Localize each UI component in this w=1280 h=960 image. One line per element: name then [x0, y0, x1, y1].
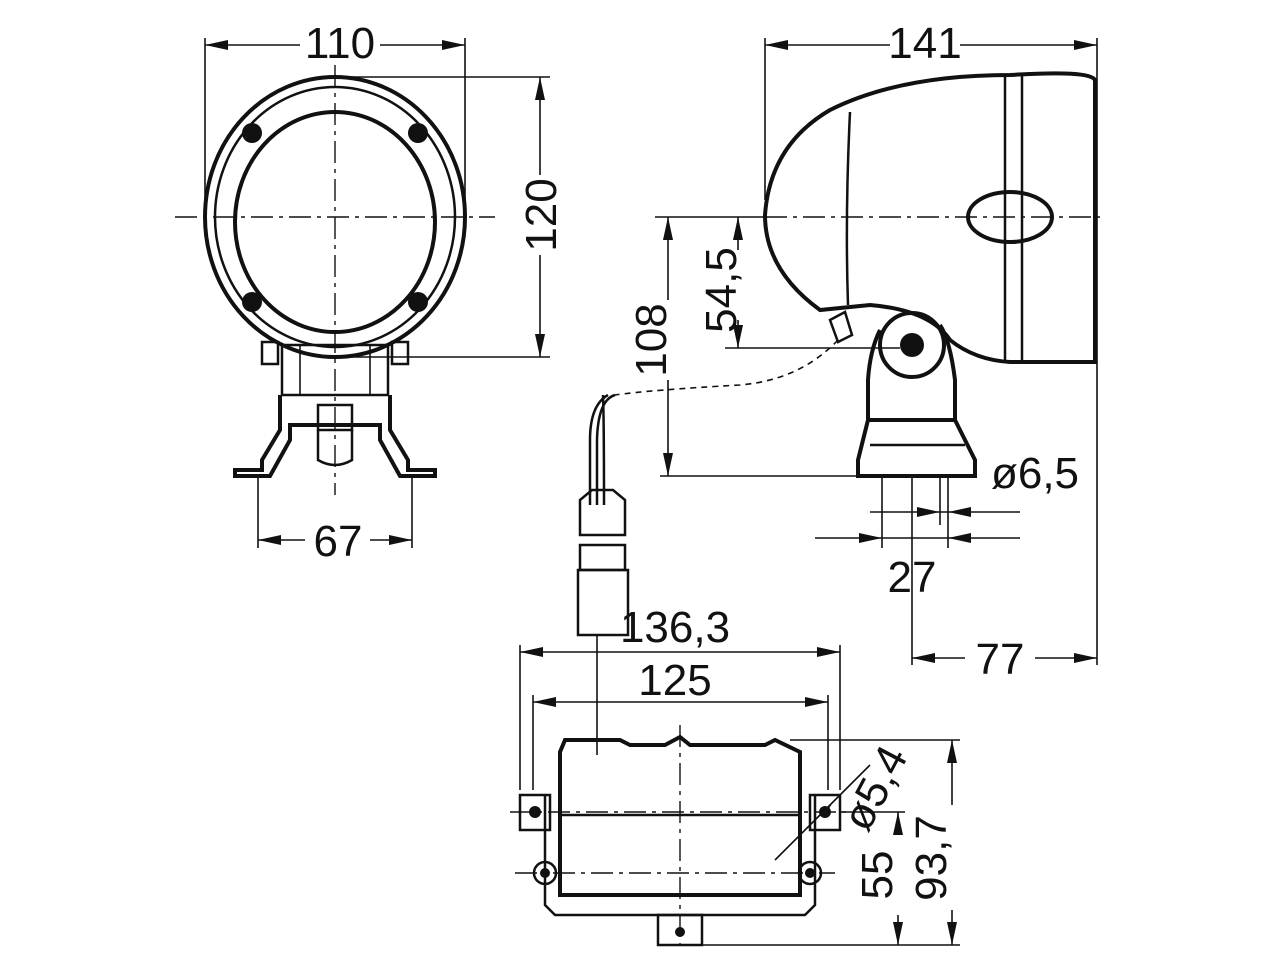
front-bracket — [233, 340, 437, 478]
side-bracket — [828, 310, 977, 478]
screw-top-right — [408, 123, 428, 143]
side-length-label: 141 — [888, 19, 961, 68]
ballast-box — [558, 734, 802, 897]
dim-height-93-7: 93,7 — [790, 739, 960, 945]
screw-bottom-right — [408, 292, 428, 312]
axis-height-label: 54,5 — [697, 247, 746, 333]
hole-diameter-label: ø6,5 — [991, 449, 1079, 498]
bracket-depth-label: 27 — [888, 553, 937, 602]
ballast-height-label: 93,7 — [907, 815, 956, 901]
dim-width-110: 110 — [204, 19, 466, 200]
cable — [576, 339, 839, 755]
ballast-hole-label: ø5,4 — [833, 738, 918, 839]
front-width-label: 110 — [305, 19, 375, 68]
dim-offset-77: 77 — [912, 635, 1097, 684]
dim-height-108: 108 — [627, 217, 860, 477]
dim-outer-136-3: 136,3 — [519, 603, 841, 790]
dim-bracket-67: 67 — [257, 478, 413, 566]
ballast-view: 136,3 125 ø5,4 55 — [510, 603, 960, 947]
front-view: 110 120 67 — [175, 19, 566, 566]
dim-height-55: 55 — [700, 811, 960, 946]
screw-top-left — [242, 123, 262, 143]
bracket-width-label: 67 — [314, 517, 363, 566]
dim-height-120: 120 — [345, 76, 566, 358]
total-height-label: 108 — [627, 303, 676, 376]
front-height-label: 120 — [517, 178, 566, 251]
dim-hole-and-bracket: ø6,5 27 — [815, 449, 1079, 665]
outer-width-label: 136,3 — [620, 603, 730, 652]
dim-spacing-125: 125 — [532, 656, 829, 790]
hole-spacing-label: 125 — [638, 656, 711, 705]
offset-label: 77 — [976, 635, 1025, 684]
side-view: 141 54,5 108 — [576, 19, 1100, 755]
dim-length-141: 141 — [764, 19, 1098, 665]
dim-hole-5-4: ø5,4 — [774, 738, 918, 861]
screw-bottom-left — [242, 292, 262, 312]
dim-axis-54-5: 54,5 — [655, 216, 900, 349]
hole-height-label: 55 — [853, 851, 902, 900]
